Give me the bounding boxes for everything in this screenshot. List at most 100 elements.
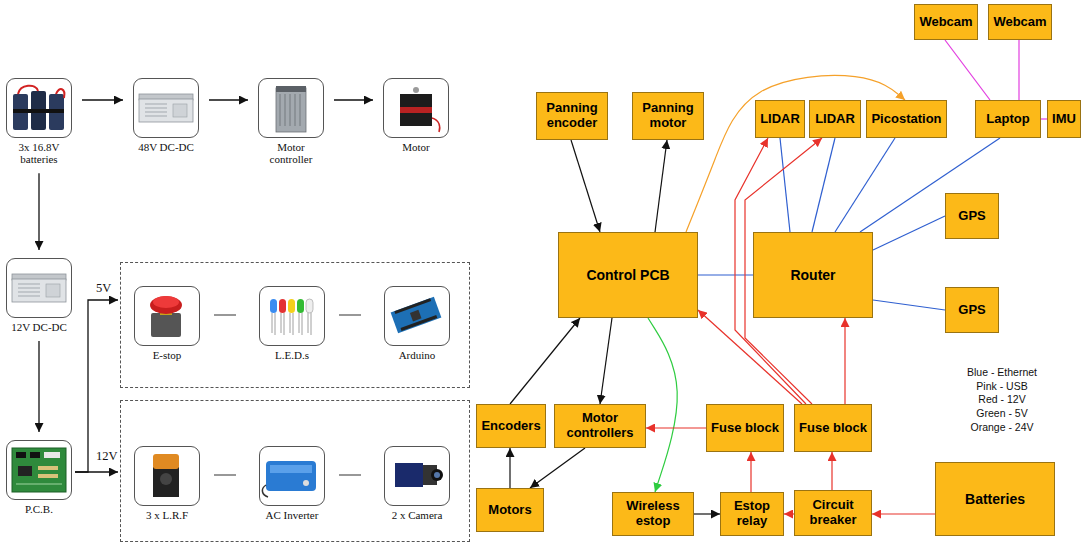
led-photo	[306, 299, 313, 313]
battery-photo	[18, 86, 64, 98]
connector	[648, 318, 677, 492]
connector	[750, 452, 751, 492]
led-photo	[288, 299, 295, 313]
photo-frame	[133, 78, 199, 138]
block-box: Webcam	[914, 4, 978, 40]
block-box: Router	[753, 232, 873, 318]
component-photo-box: Motor controller	[258, 78, 324, 165]
dcdc-photo	[12, 274, 66, 302]
block-box: Batteries	[935, 462, 1055, 536]
block-label: Wireless estop	[616, 499, 690, 529]
component-photo-box: Motor	[383, 78, 449, 153]
block-box: Motors	[476, 488, 544, 532]
pcb-photo	[16, 452, 26, 458]
legend-line: Red - 12V	[942, 393, 1062, 407]
photo-frame	[259, 286, 325, 346]
connector	[872, 513, 935, 514]
block-label: Circuit breaker	[798, 498, 868, 528]
connector	[38, 341, 39, 432]
block-label: LIDAR	[760, 112, 800, 127]
block-box: Encoders	[476, 404, 546, 448]
motor-controller-photo	[276, 88, 306, 132]
voltage-label: 5V	[96, 281, 111, 295]
connector	[831, 452, 832, 490]
arduino-photo	[394, 298, 431, 314]
connector	[655, 140, 667, 232]
rangefinder-photo	[153, 454, 179, 497]
arduino-photo	[391, 297, 442, 333]
block-label: Motor controllers	[558, 411, 642, 441]
motor-photo	[432, 118, 440, 132]
block-box: Picostation	[866, 100, 947, 138]
voltage-label: 12V	[96, 449, 118, 463]
block-label: GPS	[958, 209, 985, 224]
component-caption: 3 x L.R.F	[134, 509, 200, 521]
voltage-group-box: 5VE-stopL.E.D.sArduino	[120, 262, 470, 388]
legend-line: Blue - Ethernet	[942, 366, 1062, 380]
connector	[600, 318, 612, 404]
pcb-photo	[12, 448, 66, 492]
connector	[784, 513, 794, 514]
photo-frame	[384, 446, 450, 506]
estop-photo	[151, 313, 181, 337]
photo-frame	[6, 440, 72, 500]
photo-frame	[384, 286, 450, 346]
component-caption: AC Inverter	[259, 509, 325, 521]
inverter-photo	[266, 461, 316, 491]
pcb-photo	[16, 484, 62, 485]
pcb-photo	[38, 474, 58, 478]
block-label: Laptop	[986, 112, 1029, 127]
led-photo	[270, 299, 313, 335]
connector	[945, 40, 990, 100]
camera-photo	[395, 463, 423, 487]
camera-photo	[395, 463, 443, 487]
component-photo-box: 48V DC-DC	[133, 78, 199, 153]
connector	[844, 318, 845, 404]
inverter-photo	[270, 465, 312, 473]
legend-line: Green - 5V	[942, 407, 1062, 421]
component-caption: 2 x Camera	[384, 509, 450, 521]
connector	[860, 138, 1000, 232]
inverter-photo	[303, 480, 309, 486]
motor-controller-photo	[276, 86, 306, 132]
block-box: Webcam	[988, 4, 1052, 40]
connector	[509, 448, 510, 488]
component-caption: 3x 16.8V batteries	[6, 141, 72, 165]
component-photo-box: 2 x Camera	[384, 446, 450, 521]
led-photo	[270, 299, 277, 313]
legend-line: Orange - 24V	[942, 421, 1062, 435]
block-label: IMU	[1052, 112, 1076, 127]
connector	[530, 448, 585, 488]
component-photo-box: P.C.B.	[6, 440, 72, 515]
motor-photo	[400, 94, 432, 126]
connector	[75, 300, 118, 472]
block-label: Webcam	[993, 15, 1046, 30]
legend-entry: Pink - USB	[976, 380, 1027, 392]
block-box: Wireless estop	[612, 492, 694, 536]
component-photo-box: L.E.D.s	[259, 286, 325, 361]
voltage-group-box: 12V3 x L.R.FAC Inverter2 x Camera	[120, 400, 470, 542]
block-label: Picostation	[871, 112, 941, 127]
dcdc-photo	[139, 94, 193, 122]
component-caption: 12V DC-DC	[6, 321, 72, 333]
led-photo	[279, 299, 286, 313]
rangefinder-photo	[153, 467, 179, 497]
block-label: Fuse block	[799, 421, 867, 436]
component-caption: Motor controller	[258, 141, 324, 165]
component-caption: P.C.B.	[6, 503, 72, 515]
connector	[780, 138, 790, 232]
block-label: Batteries	[965, 491, 1025, 507]
photo-frame	[134, 286, 200, 346]
photo-frame	[259, 446, 325, 506]
block-label: Router	[790, 267, 835, 283]
pcb-photo	[44, 452, 60, 458]
component-photo-box: 3x 16.8V batteries	[6, 78, 72, 165]
connector	[694, 513, 720, 514]
component-caption: L.E.D.s	[259, 349, 325, 361]
camera-photo	[434, 472, 440, 478]
estop-photo	[150, 296, 182, 314]
photo-frame	[383, 78, 449, 138]
photo-frame	[6, 258, 72, 318]
led-photo	[272, 313, 311, 335]
rangefinder-photo	[153, 454, 179, 469]
